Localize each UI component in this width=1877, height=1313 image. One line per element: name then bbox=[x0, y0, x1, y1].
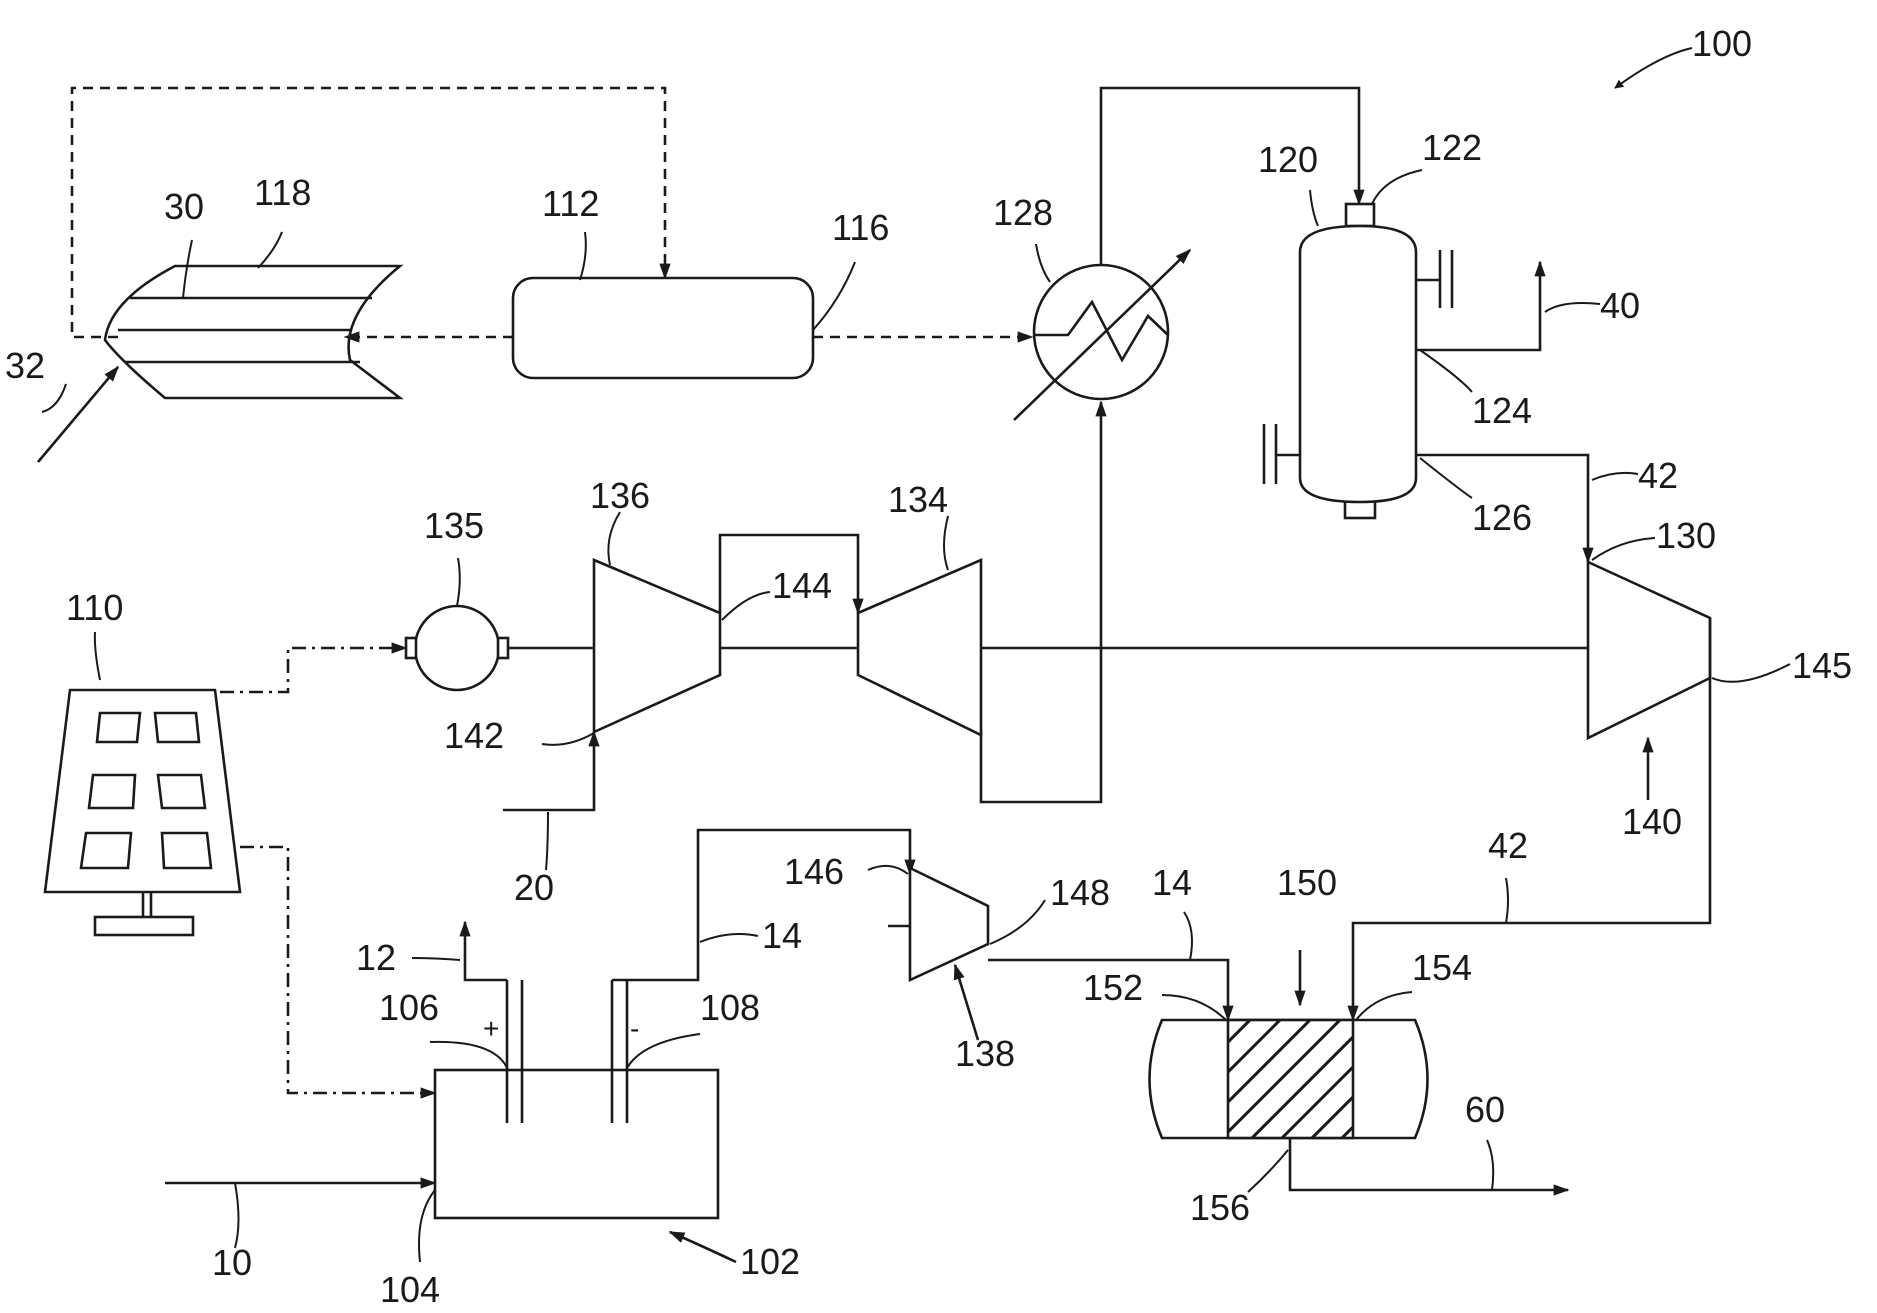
solar-collector-label: 118 bbox=[254, 172, 311, 213]
storage-tank-outlet-label: 116 bbox=[832, 207, 889, 248]
oxygen-outlet-label: 12 bbox=[356, 937, 396, 978]
compressor-inlet-label: 142 bbox=[444, 715, 504, 756]
figure-number-callout: 100 bbox=[1615, 23, 1752, 88]
anode-sign: + bbox=[483, 1013, 499, 1044]
heat-exchanger-label: 128 bbox=[993, 192, 1053, 233]
separator-gas-outlet-label: 124 bbox=[1472, 390, 1532, 431]
cathode-sign: - bbox=[630, 1013, 639, 1044]
water-inlet-label: 10 bbox=[212, 1242, 252, 1283]
co2-stream-label: 42 bbox=[1638, 455, 1678, 496]
cathode-label: 108 bbox=[700, 987, 760, 1028]
oxygen-outlet-stream: 12 bbox=[356, 922, 507, 980]
hydrogen-compressor-outlet-label: 148 bbox=[1050, 872, 1110, 913]
figure-number-label: 100 bbox=[1692, 23, 1752, 64]
reactor: 150 152 154 bbox=[1083, 862, 1500, 1160]
condensate-stream-label: 40 bbox=[1600, 285, 1640, 326]
solar-panel-label: 110 bbox=[66, 587, 123, 628]
electrolyzer: + - 106 108 104 102 bbox=[379, 980, 800, 1310]
thermal-storage-tank: 112 116 bbox=[513, 183, 889, 378]
electrolyzer-label: 102 bbox=[740, 1241, 800, 1282]
product-outlet-label: 60 bbox=[1465, 1089, 1505, 1130]
reactor-inlet-b-label: 154 bbox=[1412, 947, 1472, 988]
separator-to-expander-line: 42 bbox=[1416, 455, 1678, 562]
separator-vessel: 120 122 124 126 bbox=[1258, 127, 1532, 538]
air-inlet-label: 20 bbox=[514, 867, 554, 908]
hydrogen-compressor-inlet-label: 146 bbox=[784, 851, 844, 892]
heat-exchanger: 128 bbox=[993, 192, 1190, 420]
separator-label: 120 bbox=[1258, 139, 1318, 180]
separator-liquid-outlet-label: 126 bbox=[1472, 497, 1532, 538]
main-compressor-label: 136 bbox=[590, 475, 650, 516]
motor-label: 135 bbox=[424, 505, 484, 546]
expander-inlet-label: 130 bbox=[1656, 515, 1716, 556]
air-inlet-stream: 20 bbox=[503, 732, 594, 908]
co2-stream-b-label: 42 bbox=[1488, 825, 1528, 866]
turbine-to-hx-line bbox=[981, 402, 1101, 802]
main-compressor: 136 142 144 bbox=[444, 475, 832, 756]
hydrogen-compressor-label: 138 bbox=[955, 1033, 1015, 1074]
hydrogen-stream-c-label: 14 bbox=[1152, 862, 1192, 903]
solar-panel: 110 bbox=[45, 587, 240, 935]
hydrogen-compressor: 146 148 138 bbox=[784, 851, 1110, 1074]
reactor-inlet-a-label: 152 bbox=[1083, 967, 1143, 1008]
compressor-outlet-label: 144 bbox=[772, 565, 832, 606]
water-inlet-stream: 10 bbox=[165, 1183, 435, 1283]
hydrogen-stream-label: 14 bbox=[762, 915, 802, 956]
reactor-label: 150 bbox=[1277, 862, 1337, 903]
turbine: 134 bbox=[858, 479, 981, 735]
electrolyzer-inlet-label: 104 bbox=[380, 1269, 440, 1310]
sunlight-input-label: 32 bbox=[5, 345, 45, 386]
separator-inlet-label: 122 bbox=[1422, 127, 1482, 168]
turbine-label: 134 bbox=[888, 479, 948, 520]
condensate-outlet-stream: 40 bbox=[1416, 262, 1640, 350]
expander-label: 140 bbox=[1622, 801, 1682, 842]
anode-label: 106 bbox=[379, 987, 439, 1028]
expander-outlet-label: 145 bbox=[1792, 645, 1852, 686]
solar-collector-trough: 118 30 bbox=[105, 172, 400, 398]
sunlight-input-arrow: 32 bbox=[5, 345, 118, 462]
expander: 130 145 140 bbox=[1588, 515, 1852, 842]
receiver-label: 30 bbox=[164, 186, 204, 227]
storage-tank-label: 112 bbox=[542, 183, 599, 224]
reactor-outlet-label: 156 bbox=[1190, 1187, 1250, 1228]
hydrogen-line: 14 bbox=[612, 830, 910, 980]
motor: 135 bbox=[406, 505, 508, 690]
